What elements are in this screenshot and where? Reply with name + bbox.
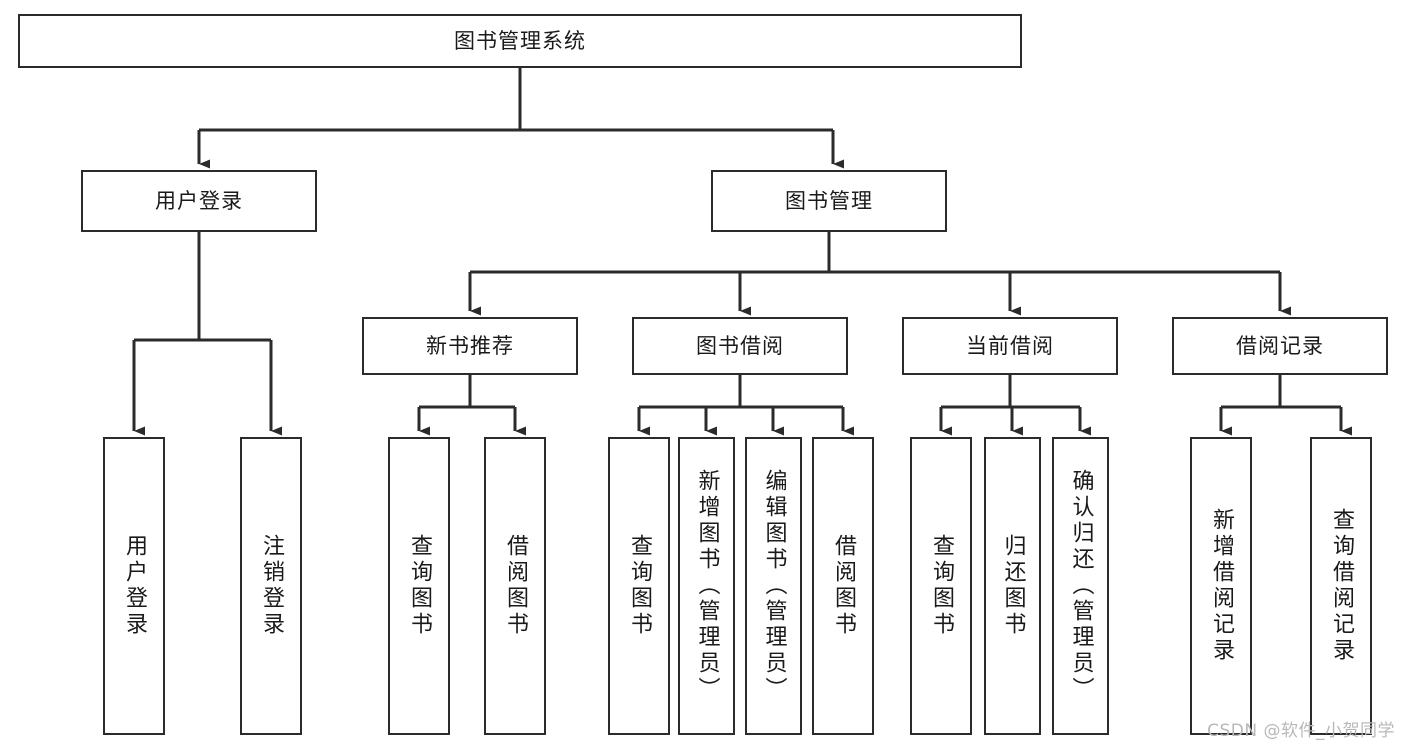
node-root[interactable]: 图书管理系统 bbox=[18, 14, 1022, 68]
node-leaf-query-book-2[interactable]: 查询图书 bbox=[608, 437, 670, 735]
node-leaf-borrow-book-2[interactable]: 借阅图书 bbox=[812, 437, 874, 735]
node-leaf-borrow-book-1[interactable]: 借阅图书 bbox=[484, 437, 546, 735]
node-leaf-query-borrow-record-label: 查询借阅记录 bbox=[1329, 508, 1354, 664]
node-book-manage-label: 图书管理 bbox=[785, 188, 873, 213]
node-leaf-add-book-admin[interactable]: 新增图书（管理员） bbox=[678, 437, 735, 735]
node-leaf-query-borrow-record[interactable]: 查询借阅记录 bbox=[1310, 437, 1372, 735]
node-book-manage[interactable]: 图书管理 bbox=[711, 170, 947, 232]
node-leaf-add-book-admin-label: 新增图书（管理员） bbox=[694, 469, 720, 703]
node-leaf-edit-book-admin-label: 编辑图书（管理员） bbox=[761, 469, 787, 703]
node-book-borrow-label: 图书借阅 bbox=[696, 333, 784, 358]
node-leaf-user-login[interactable]: 用户登录 bbox=[103, 437, 165, 735]
node-leaf-return-book-label: 归还图书 bbox=[1000, 534, 1026, 638]
node-new-book-recommend[interactable]: 新书推荐 bbox=[362, 317, 578, 375]
node-leaf-query-book-2-label: 查询图书 bbox=[627, 534, 652, 638]
node-leaf-edit-book-admin[interactable]: 编辑图书（管理员） bbox=[745, 437, 802, 735]
node-leaf-query-book-1-label: 查询图书 bbox=[407, 534, 432, 638]
node-leaf-query-book-1[interactable]: 查询图书 bbox=[388, 437, 450, 735]
node-leaf-user-logout[interactable]: 注销登录 bbox=[240, 437, 302, 735]
node-new-book-recommend-label: 新书推荐 bbox=[426, 333, 514, 358]
node-leaf-return-book[interactable]: 归还图书 bbox=[984, 437, 1041, 735]
node-borrow-record-label: 借阅记录 bbox=[1236, 333, 1324, 358]
node-book-borrow[interactable]: 图书借阅 bbox=[632, 317, 848, 375]
node-leaf-borrow-book-1-label: 借阅图书 bbox=[503, 534, 528, 638]
node-user-login[interactable]: 用户登录 bbox=[81, 170, 317, 232]
node-borrow-record[interactable]: 借阅记录 bbox=[1172, 317, 1388, 375]
node-current-borrow[interactable]: 当前借阅 bbox=[902, 317, 1118, 375]
node-leaf-query-book-3-label: 查询图书 bbox=[929, 534, 954, 638]
node-leaf-add-borrow-record[interactable]: 新增借阅记录 bbox=[1190, 437, 1252, 735]
node-leaf-user-login-label: 用户登录 bbox=[122, 534, 147, 638]
node-user-login-label: 用户登录 bbox=[155, 188, 243, 213]
node-leaf-user-logout-label: 注销登录 bbox=[259, 534, 284, 638]
node-leaf-confirm-return-admin-label: 确认归还（管理员） bbox=[1068, 469, 1094, 703]
node-leaf-confirm-return-admin[interactable]: 确认归还（管理员） bbox=[1052, 437, 1109, 735]
node-leaf-borrow-book-2-label: 借阅图书 bbox=[831, 534, 856, 638]
node-root-label: 图书管理系统 bbox=[454, 28, 586, 53]
node-leaf-add-borrow-record-label: 新增借阅记录 bbox=[1209, 508, 1234, 664]
node-current-borrow-label: 当前借阅 bbox=[966, 333, 1054, 358]
node-leaf-query-book-3[interactable]: 查询图书 bbox=[910, 437, 972, 735]
